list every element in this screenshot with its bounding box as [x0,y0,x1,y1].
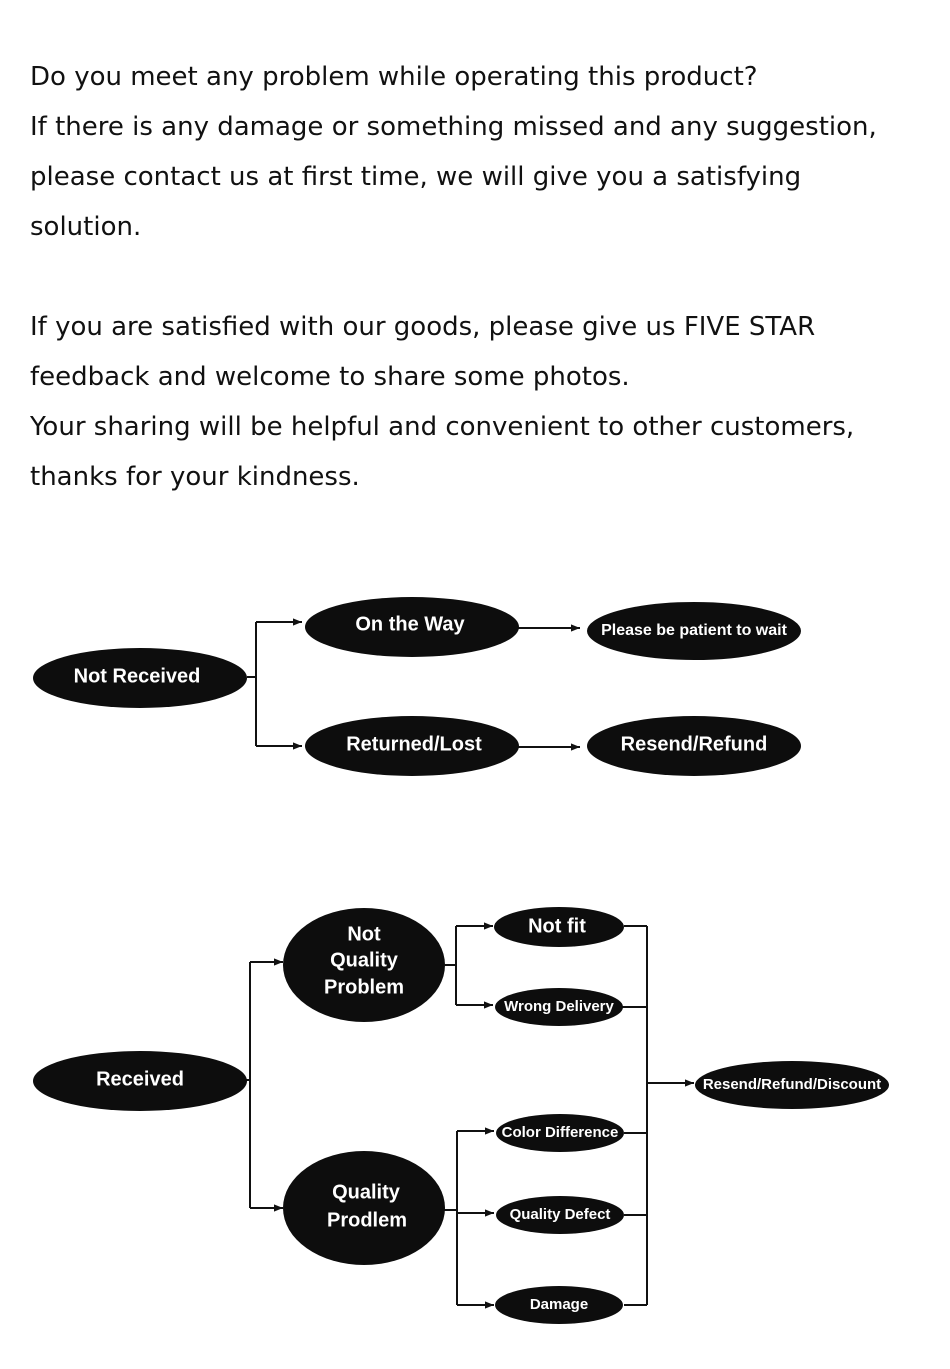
node-resend-refund-discount: Resend/Refund/Discount [695,1061,889,1109]
node-quality-problem: Quality Prodlem [283,1151,445,1265]
node-color-difference: Color Difference [496,1114,624,1152]
five-star-text: FIVE STAR [683,312,816,342]
intro-text: Do you meet any problem while operating … [30,52,930,502]
node-label: Prodlem [327,1209,407,1231]
flow-not-received: Not Received On the Way Returned/Lost Pl… [33,597,803,776]
node-resend-refund: Resend/Refund [587,716,801,776]
node-label: Received [96,1068,184,1090]
flow-received: Received Not Quality Problem Quality Pro… [33,907,889,1324]
node-received: Received [33,1051,247,1111]
intro-text-segment: If you are satisfied with our goods, ple… [30,312,684,342]
intro-line: solution. [30,212,142,242]
node-be-patient: Please be patient to wait [585,600,803,662]
node-label: Damage [530,1296,588,1313]
node-not-quality-problem: Not Quality Problem [283,908,445,1022]
node-wrong-delivery: Wrong Delivery [495,988,623,1026]
node-label: Resend/Refund/Discount [703,1076,881,1093]
node-label: Not [347,923,381,945]
node-on-the-way: On the Way [305,597,519,657]
intro-line: thanks for your kindness. [30,462,360,492]
node-not-received: Not Received [33,648,247,708]
intro-line: Do you meet any problem while operating … [30,62,758,92]
node-label: Problem [324,976,404,998]
node-label: Quality Defect [510,1206,611,1223]
node-label: Not Received [74,665,201,687]
node-label: Wrong Delivery [504,998,614,1015]
node-returned-lost: Returned/Lost [305,716,519,776]
node-label: Quality [332,1181,401,1203]
node-label: Quality [330,949,399,971]
node-label: Color Difference [502,1124,619,1141]
intro-line: If there is any damage or something miss… [30,112,877,142]
node-damage: Damage [495,1286,623,1324]
intro-line: Your sharing will be helpful and conveni… [30,412,855,442]
intro-line: please contact us at first time, we will… [30,162,802,192]
node-label: Resend/Refund [621,733,768,755]
node-label: Please be patient to wait [601,622,788,639]
node-label: Returned/Lost [346,733,482,755]
node-not-fit: Not fit [494,907,624,947]
node-quality-defect: Quality Defect [496,1196,624,1234]
node-label: On the Way [355,613,465,635]
intro-line: feedback and welcome to share some photo… [30,362,630,392]
node-label: Not fit [528,915,586,937]
intro-line: If you are satisfied with our goods, ple… [30,302,930,352]
